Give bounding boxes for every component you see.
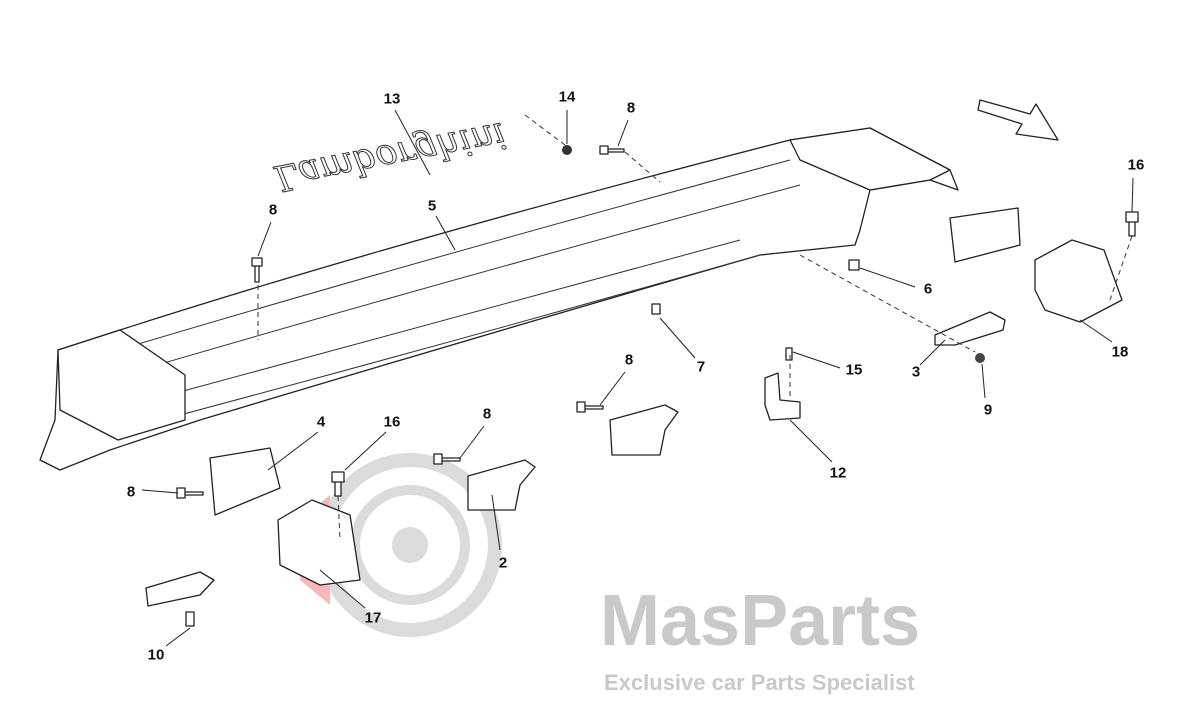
- callout-4: 4: [316, 413, 326, 431]
- bolt-8-c: [433, 453, 461, 465]
- direction-arrow-icon: [977, 99, 1059, 141]
- bolt-8-d: [176, 487, 204, 499]
- callout-8: 8: [126, 483, 136, 501]
- clip-7: [651, 303, 661, 315]
- bracket-17: [277, 499, 361, 586]
- bracket-18: [1034, 239, 1123, 323]
- bumper-beam: [39, 127, 959, 471]
- callout-5: 5: [427, 197, 437, 215]
- bolt-16-b: [331, 471, 345, 497]
- bracket-12: [764, 372, 801, 421]
- watermark-tagline: Exclusive car Parts Specialist: [604, 670, 915, 695]
- emblem-13: Lamborghini: [271, 114, 509, 199]
- callout-3: 3: [911, 363, 921, 381]
- bolt-16-right: [1125, 211, 1139, 237]
- clip-6: [848, 259, 860, 271]
- callout-17: 17: [364, 609, 382, 627]
- callout-2: 2: [498, 554, 508, 572]
- callout-9: 9: [983, 401, 993, 419]
- screw-15: [785, 347, 793, 361]
- callout-12: 12: [829, 464, 847, 482]
- bolt-8-left: [251, 257, 263, 283]
- bracket-10: [145, 571, 215, 607]
- bracket-2: [467, 459, 536, 511]
- callout-14: 14: [558, 88, 576, 106]
- bracket-4: [209, 447, 281, 516]
- watermark-brand: MasParts: [600, 581, 921, 661]
- callout-10: 10: [147, 646, 165, 664]
- callout-15: 15: [845, 361, 863, 379]
- callout-8: 8: [626, 99, 636, 117]
- callout-16: 16: [1127, 156, 1145, 174]
- callout-8: 8: [482, 405, 492, 423]
- callout-13: 13: [383, 90, 401, 108]
- nut-14: [562, 145, 572, 155]
- callout-8: 8: [624, 351, 634, 369]
- bracket-mid: [609, 404, 679, 456]
- callout-8: 8: [268, 201, 278, 219]
- screw-10: [185, 611, 195, 627]
- bracket-top-right: [949, 207, 1021, 263]
- bolt-8-top: [599, 145, 625, 155]
- callout-16: 16: [383, 413, 401, 431]
- callout-7: 7: [696, 358, 706, 376]
- bracket-3: [934, 311, 1006, 346]
- leader-lines: [141, 109, 1134, 647]
- bolt-8-mid: [576, 401, 604, 413]
- nut-9: [975, 353, 985, 363]
- callout-6: 6: [923, 280, 933, 298]
- callout-18: 18: [1111, 343, 1129, 361]
